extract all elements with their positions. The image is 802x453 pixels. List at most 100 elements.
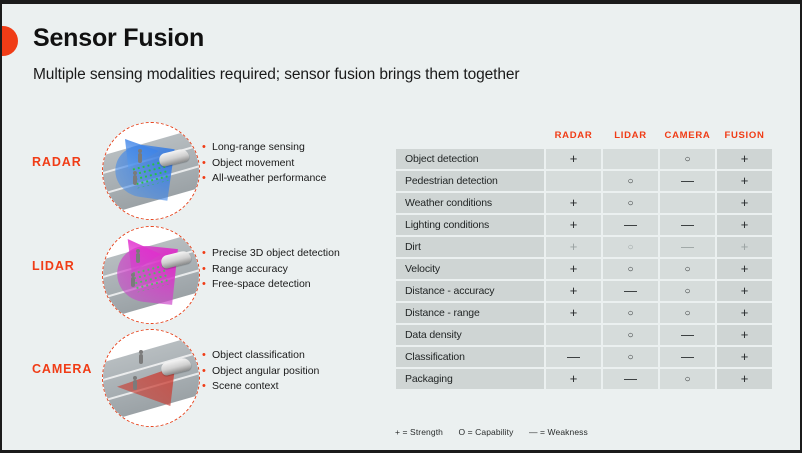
matrix-cell-camera: ○: [660, 303, 715, 323]
modality-block-camera: CAMERA: [26, 329, 386, 429]
matrix-cell-lidar: —: [603, 281, 658, 301]
strength-symbol: +: [569, 371, 578, 386]
table-row: Distance - accuracy + — ○ +: [396, 281, 772, 301]
row-label: Weather conditions: [396, 193, 544, 213]
table-header-blank: [396, 128, 544, 147]
matrix-cell-camera: —: [660, 325, 715, 345]
matrix-cell-camera: —: [660, 347, 715, 367]
capability-symbol: ○: [684, 153, 691, 165]
list-item: Scene context: [202, 379, 392, 395]
list-item: Object classification: [202, 348, 392, 364]
matrix-cell-fusion: +: [717, 281, 772, 301]
strength-symbol: +: [569, 283, 578, 298]
column-header-camera: CAMERA: [664, 129, 711, 141]
list-item: Object movement: [202, 156, 392, 172]
matrix-cell-radar: +: [546, 369, 601, 389]
table-row: Packaging+—○+: [396, 369, 772, 389]
capability-symbol: ○: [684, 285, 691, 297]
table-row: Pedestrian detection ○ — +: [396, 171, 772, 191]
matrix-cell-radar: +: [546, 281, 601, 301]
strength-symbol: +: [569, 195, 578, 210]
list-item: Precise 3D object detection: [202, 246, 392, 262]
legend-weakness: — = Weakness: [528, 427, 588, 437]
matrix-cell-fusion: +: [717, 215, 772, 235]
matrix-cell-fusion: +: [717, 237, 772, 257]
list-item: All-weather performance: [202, 171, 392, 187]
weakness-symbol: —: [681, 173, 694, 188]
matrix-cell-camera: [660, 193, 715, 213]
strength-symbol: +: [569, 261, 578, 276]
weakness-symbol: —: [681, 349, 694, 364]
matrix-cell-lidar: ○: [603, 193, 658, 213]
matrix-cell-lidar: ○: [603, 347, 658, 367]
list-item: Free-space detection: [202, 277, 392, 293]
matrix-cell-lidar: ○: [603, 237, 658, 257]
weakness-symbol: —: [681, 239, 694, 254]
capability-symbol: ○: [627, 263, 634, 275]
capability-symbol: ○: [684, 263, 691, 275]
modality-label-radar: RADAR: [32, 155, 82, 169]
row-label: Data density: [396, 325, 544, 345]
matrix-cell-camera: —: [660, 215, 715, 235]
bullet-list-radar: Long-range sensing Object movement All-w…: [202, 140, 392, 187]
matrix-cell-radar: —: [546, 347, 601, 367]
list-item: Range accuracy: [202, 262, 392, 278]
row-label: Classification: [396, 347, 544, 367]
weakness-symbol: —: [624, 371, 637, 386]
row-label: Pedestrian detection: [396, 171, 544, 191]
table-row: Weather conditions + ○ +: [396, 193, 772, 213]
row-label: Distance - accuracy: [396, 281, 544, 301]
strength-symbol: +: [740, 173, 749, 188]
strength-symbol: +: [740, 371, 749, 386]
matrix-cell-camera: ○: [660, 369, 715, 389]
weakness-symbol: —: [624, 283, 637, 298]
strength-symbol: +: [740, 239, 749, 254]
table-body: Object detection+○+Pedestrian detection○…: [396, 149, 772, 389]
column-header-fusion: FUSION: [724, 129, 765, 141]
matrix-cell-radar: +: [546, 237, 601, 257]
matrix-cell-camera: ○: [660, 281, 715, 301]
capability-table: RADAR LIDAR CAMERA FUSION Object detecti…: [394, 126, 774, 391]
capability-symbol: ○: [684, 307, 691, 319]
matrix-cell-fusion: +: [717, 325, 772, 345]
table-row: Dirt + ○ — +: [396, 237, 772, 257]
capability-symbol: ○: [627, 175, 634, 187]
capability-symbol: ○: [627, 329, 634, 341]
strength-symbol: +: [740, 217, 749, 232]
table-row: Data density ○ —+: [396, 325, 772, 345]
matrix-cell-camera: —: [660, 171, 715, 191]
strength-symbol: +: [569, 151, 578, 166]
row-label: Velocity: [396, 259, 544, 279]
row-label: Dirt: [396, 237, 544, 257]
matrix-cell-lidar: [603, 149, 658, 169]
capability-symbol: ○: [627, 241, 634, 253]
matrix-cell-lidar: ○: [603, 325, 658, 345]
page-title: Sensor Fusion: [33, 24, 205, 52]
matrix-cell-camera: ○: [660, 149, 715, 169]
list-item: Long-range sensing: [202, 140, 392, 156]
modality-label-lidar: LIDAR: [32, 259, 75, 273]
strength-symbol: +: [740, 195, 749, 210]
matrix-cell-fusion: +: [717, 303, 772, 323]
column-header-radar: RADAR: [554, 129, 593, 141]
accent-dot-decoration: [2, 26, 18, 56]
table-header-row: RADAR LIDAR CAMERA FUSION: [396, 128, 772, 147]
capability-symbol: ○: [627, 351, 634, 363]
matrix-cell-fusion: +: [717, 259, 772, 279]
table-row: Velocity + ○ ○ +: [396, 259, 772, 279]
page-subtitle: Multiple sensing modalities required; se…: [33, 66, 520, 83]
matrix-cell-radar: +: [546, 149, 601, 169]
matrix-cell-camera: —: [660, 237, 715, 257]
strength-symbol: +: [740, 283, 749, 298]
weakness-symbol: —: [624, 217, 637, 232]
matrix-cell-radar: +: [546, 193, 601, 213]
matrix-cell-fusion: +: [717, 171, 772, 191]
strength-symbol: +: [569, 239, 578, 254]
column-header-lidar: LIDAR: [614, 129, 647, 141]
matrix-cell-fusion: +: [717, 369, 772, 389]
matrix-cell-fusion: +: [717, 193, 772, 213]
legend-capability: O = Capability: [458, 427, 514, 437]
matrix-cell-radar: +: [546, 259, 601, 279]
capability-symbol: ○: [684, 373, 691, 385]
